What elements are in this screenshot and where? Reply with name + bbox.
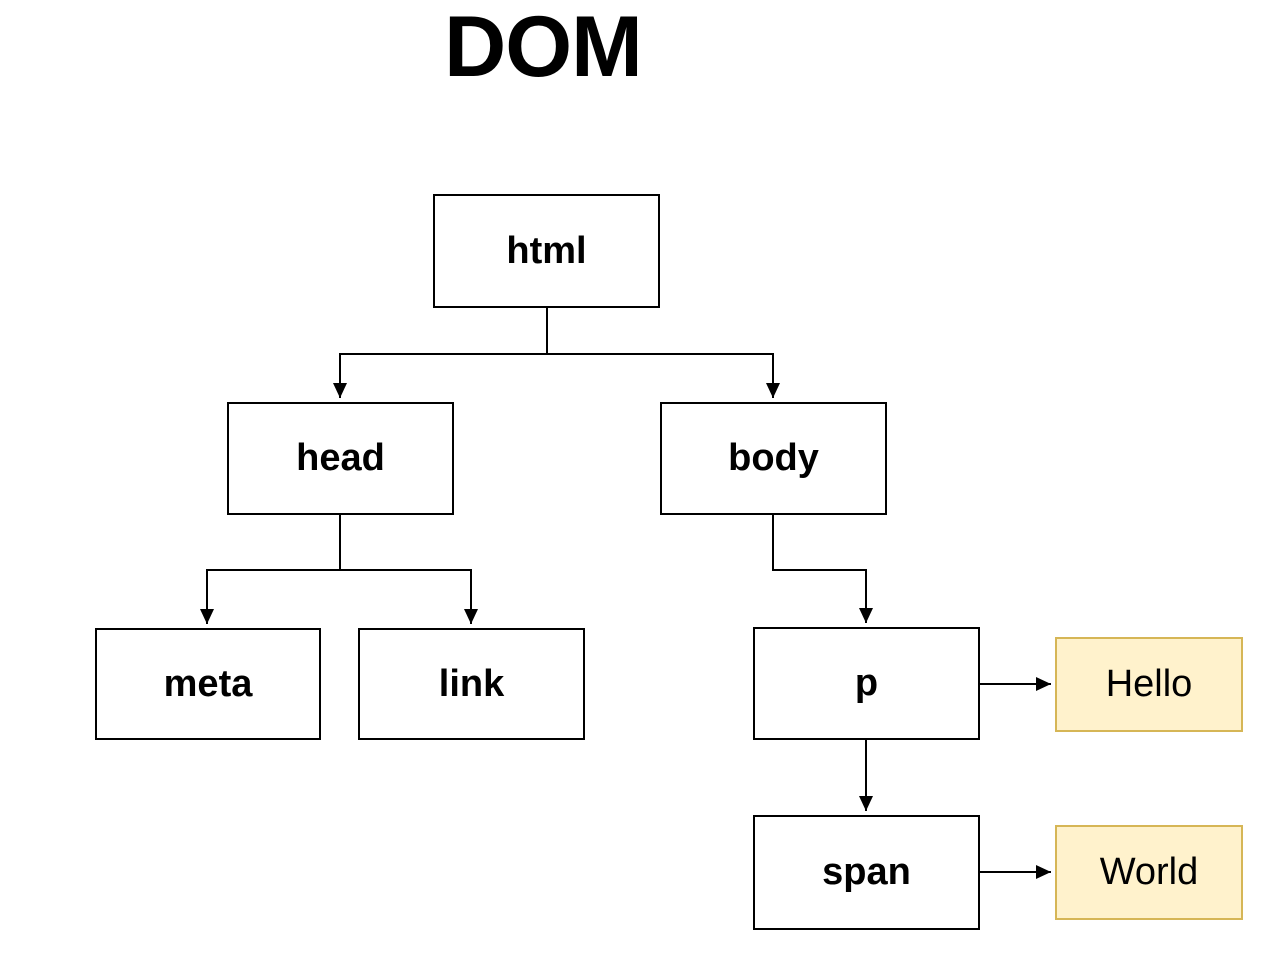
node-span: span <box>753 815 980 930</box>
node-html: html <box>433 194 660 308</box>
node-link: link <box>358 628 585 740</box>
node-world-label: World <box>1099 851 1199 893</box>
node-html-label: html <box>506 229 587 272</box>
node-p-label: p <box>854 662 879 704</box>
edge-head-meta <box>200 515 341 624</box>
node-head-label: head <box>296 437 385 479</box>
node-span-label: span <box>822 851 911 893</box>
node-meta-label: meta <box>163 662 253 705</box>
edge-html-head <box>333 308 548 398</box>
edge-html-body <box>546 308 780 398</box>
node-body-label: body <box>728 437 819 479</box>
edge-head-link <box>339 515 478 624</box>
node-body: body <box>660 402 887 515</box>
diagram-title: DOM <box>444 0 643 95</box>
node-text-world: World <box>1055 825 1243 920</box>
node-hello-label: Hello <box>1105 663 1193 705</box>
node-p: p <box>753 627 980 740</box>
node-meta: meta <box>95 628 321 740</box>
node-text-hello: Hello <box>1055 637 1243 732</box>
node-link-label: link <box>438 662 505 705</box>
node-head: head <box>227 402 454 515</box>
edge-body-p <box>772 515 873 623</box>
